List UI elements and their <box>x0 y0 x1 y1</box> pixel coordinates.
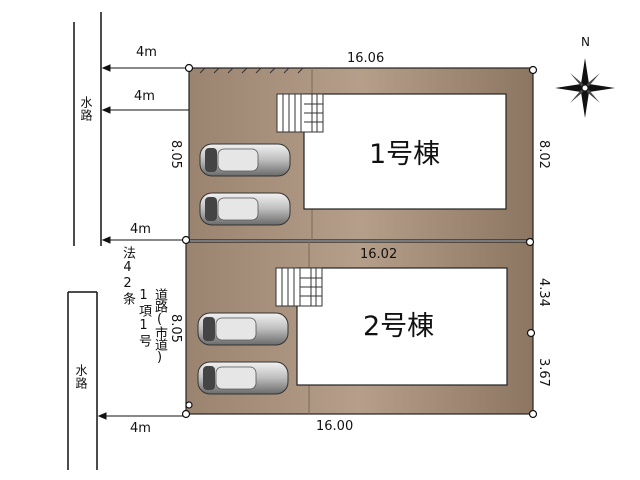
setback-label: 4m <box>134 89 155 104</box>
channel-top-label: 水路 <box>79 96 93 122</box>
car <box>197 312 289 346</box>
lot-2-left-dimension: 8.05 <box>168 314 183 343</box>
building-2-label: 2号棟 <box>363 311 435 342</box>
lot-2-top-dimension: 16.02 <box>360 247 398 262</box>
boundary-markers <box>181 63 538 419</box>
compass-rose-icon <box>555 58 615 118</box>
lot-1-left-dimension: 8.05 <box>168 140 183 169</box>
car <box>199 192 291 226</box>
channel-top <box>73 12 102 246</box>
car <box>199 143 291 177</box>
setback-label: 4m <box>130 222 151 237</box>
road-label-line2: 1項1号 <box>136 288 151 348</box>
setback-label: 4m <box>136 45 157 60</box>
lot-2-bottom-dimension: 16.00 <box>316 419 354 434</box>
road-label-line3: 道路(市道) <box>152 288 167 364</box>
north-label: N <box>581 35 590 49</box>
building-1-footprint <box>303 93 507 210</box>
setback-label: 4m <box>130 421 151 436</box>
road-label-line1: 法42条 <box>120 246 135 306</box>
setback-arrows <box>97 64 189 420</box>
stairs-1 <box>276 93 324 133</box>
car <box>197 361 289 395</box>
lot-1-right-dimension: 8.02 <box>536 140 551 169</box>
lot-2-right-upper-dimension: 4.34 <box>536 278 551 307</box>
channel-bottom-label: 水路 <box>74 364 88 390</box>
building-2-footprint <box>296 267 508 386</box>
lot-2-right-lower-dimension: 3.67 <box>536 358 551 387</box>
stairs-2 <box>275 267 323 307</box>
channel-bottom <box>67 291 98 470</box>
lot-1-top-dimension: 16.06 <box>347 51 385 66</box>
building-1-label: 1号棟 <box>369 139 441 170</box>
